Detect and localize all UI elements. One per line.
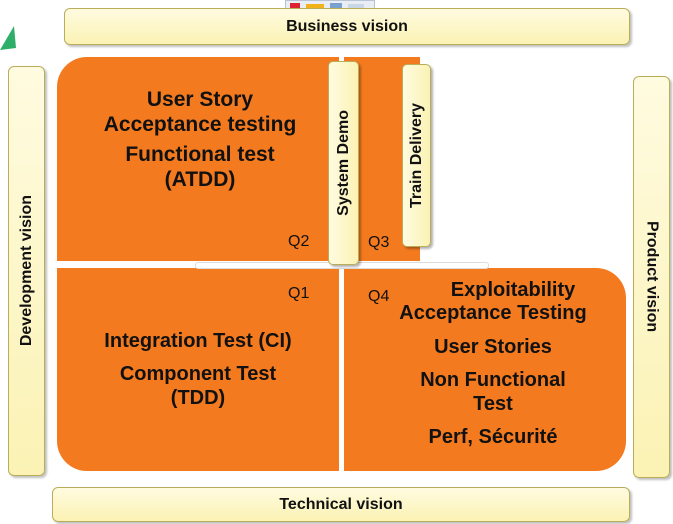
train-delivery-label: Train Delivery xyxy=(407,103,425,208)
q2-text: User Story Acceptance testing Functional… xyxy=(60,88,340,192)
train-delivery-box: Train Delivery xyxy=(402,64,431,247)
development-vision-label: Development vision xyxy=(17,195,35,347)
q2-line-3: Functional test xyxy=(125,143,275,167)
development-vision-bar: Development vision xyxy=(8,66,45,476)
business-vision-label: Business vision xyxy=(286,17,408,35)
product-vision-bar: Product vision xyxy=(633,76,670,478)
system-demo-label: System Demo xyxy=(334,110,352,216)
product-vision-label: Product vision xyxy=(643,221,661,333)
q4-line-6: Perf, Sécurité xyxy=(428,425,558,448)
q2-label: Q2 xyxy=(288,233,310,250)
q4-line-4: Non Functional xyxy=(420,369,566,392)
q1-text: Integration Test (CI) Component Test (TD… xyxy=(60,330,336,410)
q1-line-1: Integration Test (CI) xyxy=(104,330,292,352)
q4-line-5: Test xyxy=(473,392,513,415)
q4-line-1: Exploitability xyxy=(450,279,576,301)
q4-line-2: Acceptance Testing xyxy=(399,302,587,325)
q1-label: Q1 xyxy=(288,285,310,302)
quadrant-q4 xyxy=(344,268,626,471)
q2-line-1: User Story xyxy=(146,88,254,111)
quadrant-q1 xyxy=(57,268,339,471)
q2-line-4: (ATDD) xyxy=(164,167,236,191)
q3-label: Q3 xyxy=(368,234,390,251)
business-vision-bar: Business vision xyxy=(64,8,630,45)
quadrant-q2 xyxy=(57,57,339,261)
q4-label: Q4 xyxy=(368,288,390,305)
q1-line-3: (TDD) xyxy=(170,386,226,409)
q2-line-2: Acceptance testing xyxy=(103,112,297,136)
arrow-fragment-icon xyxy=(0,26,16,50)
q1-line-2: Component Test xyxy=(119,363,277,386)
system-demo-box: System Demo xyxy=(328,61,359,265)
technical-vision-bar: Technical vision xyxy=(52,487,630,522)
q4-line-3: User Stories xyxy=(434,335,552,358)
q4-text: Exploitability Acceptance Testing User S… xyxy=(352,279,634,449)
technical-vision-label: Technical vision xyxy=(279,495,403,513)
